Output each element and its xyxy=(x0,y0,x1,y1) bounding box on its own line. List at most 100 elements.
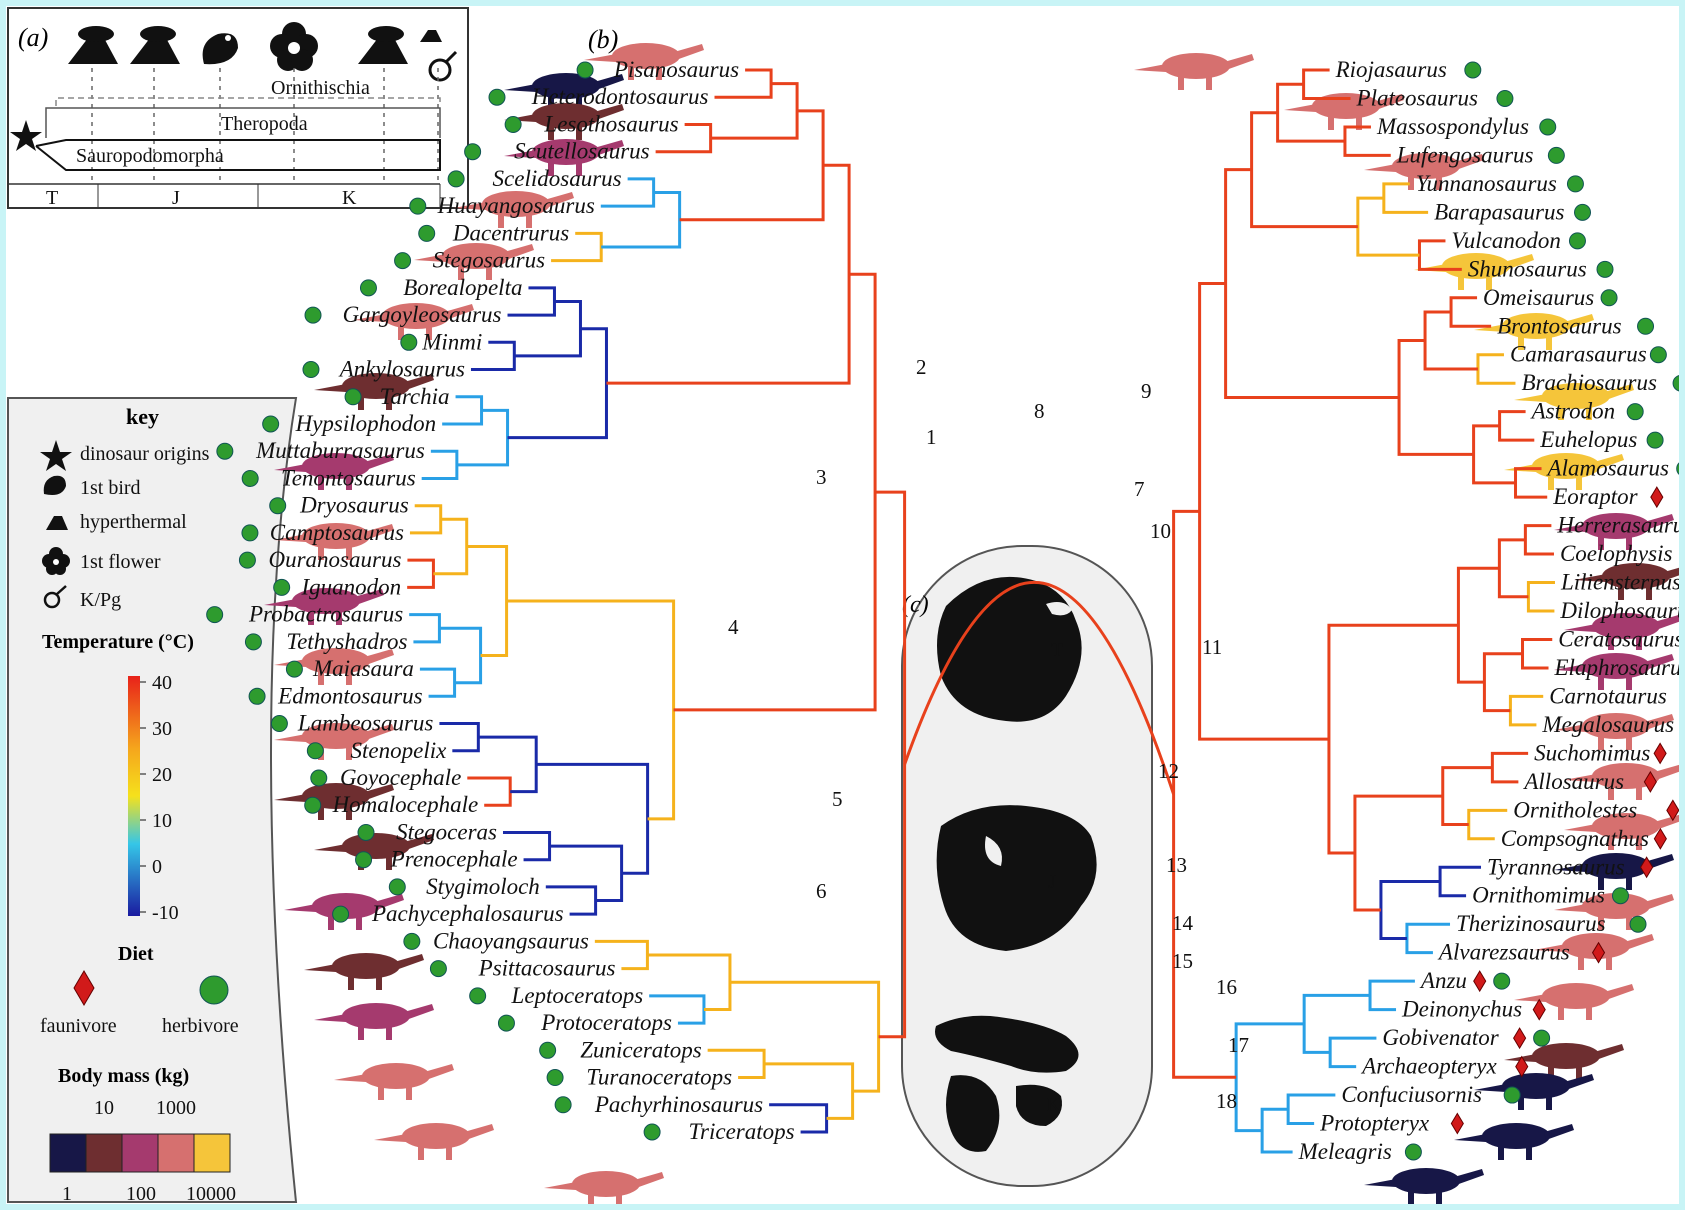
taxon-label: Liliensternus xyxy=(1560,570,1679,595)
herbivore-marker xyxy=(1601,290,1617,306)
herbivore-marker xyxy=(419,225,435,241)
map-label-J: J xyxy=(1048,871,1056,893)
tree-branch xyxy=(1399,341,1474,455)
taxon-label: Gargoyleosaurus xyxy=(343,302,502,327)
taxon-label: Eoraptor xyxy=(1552,484,1638,509)
herbivore-marker xyxy=(489,89,505,105)
temp-tick-label: 20 xyxy=(152,764,172,786)
taxon-label: Archaeopteryx xyxy=(1360,1054,1497,1079)
dinosaur-silhouette xyxy=(374,1123,494,1160)
key-label-hyperthermal: hyperthermal xyxy=(80,511,187,533)
key-label-origins: dinosaur origins xyxy=(80,443,210,465)
dinosaur-silhouette xyxy=(544,1171,664,1204)
tree-branch xyxy=(478,737,536,791)
temp-tick-label: 10 xyxy=(152,810,172,832)
tree-branch xyxy=(674,274,875,710)
herbivore-marker xyxy=(389,879,405,895)
taxon-label: Tarchia xyxy=(380,384,450,409)
tree-branch xyxy=(1528,583,1555,611)
herbivore-marker xyxy=(249,688,265,704)
dinosaur-silhouette xyxy=(1514,983,1634,1020)
tree-branch xyxy=(730,982,879,1091)
node-number: 6 xyxy=(816,879,827,903)
taxon-label: Maiasaura xyxy=(312,656,414,681)
taxon-label: Yunnanosaurus xyxy=(1416,171,1557,196)
key-panel: key dinosaur origins 1st bird hypertherm… xyxy=(8,398,296,1204)
tree-branch xyxy=(420,669,455,696)
tree-branch xyxy=(647,955,730,1009)
mass-swatch xyxy=(122,1134,158,1172)
node-number: 3 xyxy=(816,465,827,489)
faunivore-marker xyxy=(1651,487,1663,507)
herbivore-marker xyxy=(1567,176,1583,192)
tree-branch xyxy=(1358,198,1420,255)
taxon-label: Tenontosaurus xyxy=(281,465,416,490)
herbivore-marker xyxy=(410,198,426,214)
herbivore-marker xyxy=(1497,90,1513,106)
right-taxa: RiojasaurusPlateosaurusMassospondylusLuf… xyxy=(1298,57,1679,1164)
tree-branch xyxy=(711,84,797,138)
herbivore-marker xyxy=(448,171,464,187)
herbivore-marker xyxy=(305,797,321,813)
tree-branch xyxy=(508,329,607,438)
herbivore-marker xyxy=(1575,204,1591,220)
taxon-label: Pachycephalosaurus xyxy=(371,901,564,926)
herbivore-marker xyxy=(540,1042,556,1058)
taxon-label: Ornitholestes xyxy=(1513,797,1637,822)
taxon-label: Goyocephale xyxy=(340,765,461,790)
panel-a: (a) Ornithischia Theropoda Sauropodomorp… xyxy=(8,8,468,209)
taxon-label: Stegoceras xyxy=(396,819,497,844)
tree-branch xyxy=(1500,412,1535,440)
taxon-label: Leptoceratops xyxy=(511,983,644,1008)
herbivore-marker xyxy=(1569,233,1585,249)
clade-theropoda: Theropoda xyxy=(221,113,308,135)
tree-branch xyxy=(1510,696,1543,724)
mass-tick-10000: 10000 xyxy=(186,1183,236,1204)
taxon-label: Triceratops xyxy=(689,1119,795,1144)
node-number: 15 xyxy=(1172,949,1193,973)
herbivore-marker xyxy=(1534,1030,1550,1046)
node-number: 13 xyxy=(1166,853,1187,877)
herbivore-marker xyxy=(1540,119,1556,135)
taxon-label: Ankylosaurus xyxy=(338,357,465,382)
taxon-label: Shunosaurus xyxy=(1468,256,1587,281)
tree-branch xyxy=(1381,882,1440,939)
herbivore-marker xyxy=(245,634,261,650)
node-number: 8 xyxy=(1034,399,1045,423)
herbivore-marker xyxy=(1673,375,1679,391)
mass-swatch xyxy=(86,1134,122,1172)
herbivore-marker xyxy=(242,525,258,541)
taxon-label: Scelidosaurus xyxy=(493,166,622,191)
tree-branch xyxy=(601,193,679,247)
herbivore-marker xyxy=(1627,404,1643,420)
node-number: 5 xyxy=(832,787,843,811)
faunivore-marker xyxy=(1533,1000,1545,1020)
herbivore-marker xyxy=(207,607,223,623)
taxon-label: Meleagris xyxy=(1298,1139,1392,1164)
taxon-label: Herrerasaurus xyxy=(1556,513,1679,538)
tree-branch xyxy=(764,1064,853,1118)
dinosaur-silhouette xyxy=(314,1003,434,1040)
tree-branch xyxy=(1492,753,1528,781)
taxon-label: Protopteryx xyxy=(1319,1111,1430,1136)
taxon-label: Plateosaurus xyxy=(1356,85,1478,110)
herbivore-marker xyxy=(577,62,593,78)
taxon-label: Stegosaurus xyxy=(433,248,546,273)
mass-title: Body mass (kg) xyxy=(58,1065,189,1087)
faunivore-marker xyxy=(1514,1028,1526,1048)
taxon-label: Carnotaurus xyxy=(1549,683,1667,708)
taxon-label: Pachyrhinosaurus xyxy=(594,1092,763,1117)
diet-title: Diet xyxy=(118,943,154,965)
taxon-label: Riojasaurus xyxy=(1335,57,1447,82)
diet-faunivore: faunivore xyxy=(40,1015,117,1037)
herbivore-marker xyxy=(498,1015,514,1031)
mass-swatch xyxy=(50,1134,86,1172)
taxon-label: Alamosaurus xyxy=(1546,456,1669,481)
taxon-label: Dacentrurus xyxy=(452,220,569,245)
period-jurassic: J xyxy=(172,187,180,209)
tree-branch xyxy=(550,846,622,900)
taxon-label: Ceratosaurus xyxy=(1558,626,1679,651)
taxon-label: Camarasaurus xyxy=(1510,342,1647,367)
mass-tick-1: 1 xyxy=(62,1183,72,1204)
taxon-label: Iguanodon xyxy=(300,574,401,599)
